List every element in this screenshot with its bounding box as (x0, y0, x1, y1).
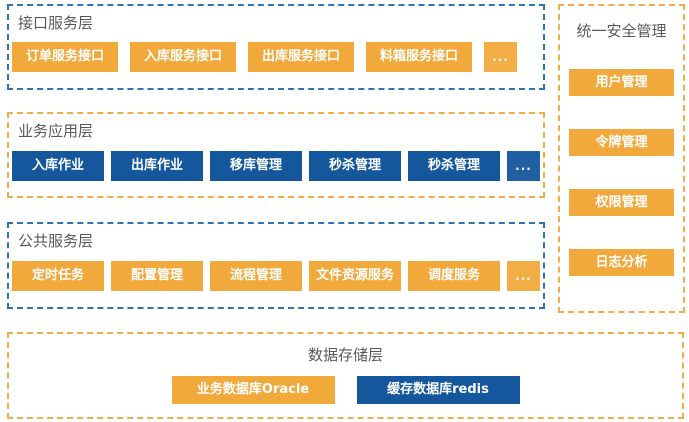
common-service-chip: 流程管理 (210, 261, 302, 291)
security-chip: 用户管理 (569, 69, 674, 96)
unified-security-panel: 统一安全管理 用户管理令牌管理权限管理日志分析 (558, 4, 685, 313)
business-application-chip: 秒杀管理 (309, 151, 401, 181)
storage-chip-row: 业务数据库Oracle 缓存数据库redis (9, 376, 682, 404)
business-application-chip: 入库作业 (12, 151, 104, 181)
common-service-chip: 调度服务 (408, 261, 500, 291)
interface-service-layer-panel: 接口服务层 订单服务接口入库服务接口出库服务接口料箱服务接口... (7, 4, 545, 90)
database-chip: 缓存数据库redis (356, 376, 520, 404)
common-service-chip: 定时任务 (12, 261, 104, 291)
common-service-layer-panel: 公共服务层 定时任务配置管理流程管理文件资源服务调度服务... (7, 222, 545, 309)
interface-service-chip: 料箱服务接口 (366, 42, 472, 72)
interface-chip-row: 订单服务接口入库服务接口出库服务接口料箱服务接口... (12, 42, 543, 72)
common-service-chip: 配置管理 (111, 261, 203, 291)
security-chip: 权限管理 (569, 189, 674, 216)
database-chip: 业务数据库Oracle (171, 376, 335, 404)
security-chip-column: 用户管理令牌管理权限管理日志分析 (560, 69, 683, 276)
interface-service-chip: 入库服务接口 (130, 42, 236, 72)
common-chip-row: 定时任务配置管理流程管理文件资源服务调度服务... (12, 261, 543, 291)
interface-service-chip: 订单服务接口 (12, 42, 118, 72)
business-application-chip: 出库作业 (111, 151, 203, 181)
business-application-chip: 移库管理 (210, 151, 302, 181)
business-application-chip: 秒杀管理 (408, 151, 500, 181)
business-application-layer-panel: 业务应用层 入库作业出库作业移库管理秒杀管理秒杀管理... (7, 112, 545, 198)
security-chip: 日志分析 (569, 249, 674, 276)
common-service-chip: 文件资源服务 (309, 261, 401, 291)
business-application-chip-more: ... (507, 151, 540, 181)
data-storage-layer-panel: 数据存储层 业务数据库Oracle 缓存数据库redis (7, 332, 684, 419)
storage-layer-title: 数据存储层 (307, 346, 383, 364)
interface-service-chip: 出库服务接口 (248, 42, 354, 72)
security-chip: 令牌管理 (569, 129, 674, 156)
security-panel-title: 统一安全管理 (576, 22, 667, 40)
business-layer-title: 业务应用层 (18, 122, 94, 140)
common-layer-title: 公共服务层 (18, 232, 94, 250)
business-chip-row: 入库作业出库作业移库管理秒杀管理秒杀管理... (12, 151, 543, 181)
interface-service-chip-more: ... (484, 42, 517, 72)
common-service-chip-more: ... (507, 261, 540, 291)
interface-layer-title: 接口服务层 (18, 14, 94, 32)
